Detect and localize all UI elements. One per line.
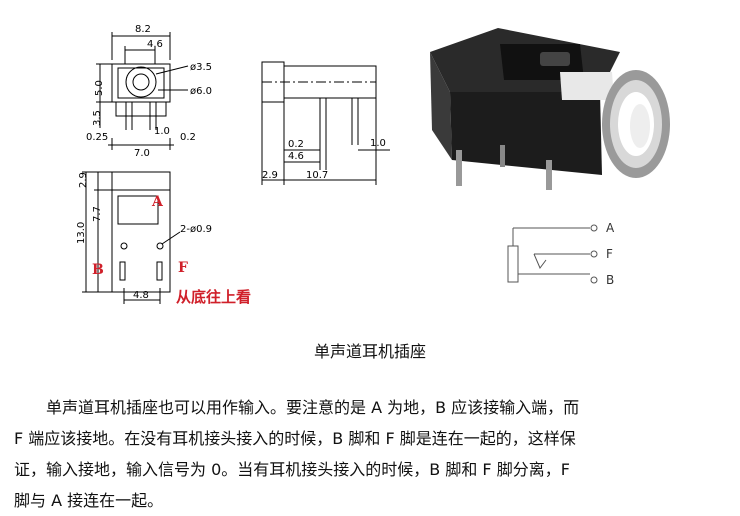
dim-2-holes: 2-ø0.9: [180, 224, 212, 235]
schematic: [507, 224, 598, 284]
schematic-label-a: A: [606, 221, 615, 235]
dim-4-6: 4.6: [147, 39, 163, 50]
side-view: [261, 61, 390, 185]
paragraph-line-2: F 端应该接地。在没有耳机接头接入的时候，B 脚和 F 脚是连在一起的，这样保: [14, 429, 576, 448]
dim-0-25: 0.25: [86, 132, 108, 143]
jack-photo: [430, 28, 670, 190]
dim-4-8: 4.8: [133, 290, 149, 301]
dim-1-0-side: 1.0: [370, 138, 386, 149]
bottom-view-note: 从底往上看: [176, 288, 251, 306]
label-a-bottom: A: [151, 194, 164, 210]
dim-0-2-side: 0.2: [288, 139, 304, 150]
paragraph-line-3: 证，输入接地，输入信号为 0。当有耳机接头接入的时候，B 脚和 F 脚分离，F: [14, 460, 570, 479]
dim-8-2: 8.2: [135, 24, 151, 35]
top-view: [96, 32, 189, 150]
technical-drawing: 8.2 4.6 ø3.5 ø6.0 5.0 3.5 0.25 1.0 0.2 7…: [76, 24, 670, 306]
paragraph-line-1: 单声道耳机插座也可以用作输入。要注意的是 A 为地，B 应该接输入端，而: [46, 398, 580, 417]
bottom-view: [82, 171, 181, 304]
dim-10-7: 10.7: [306, 170, 328, 181]
dim-2-9-side: 2.9: [262, 170, 278, 181]
dim-1-0-top: 1.0: [154, 126, 170, 137]
description-paragraph: 单声道耳机插座也可以用作输入。要注意的是 A 为地，B 应该接输入端，而 F 端…: [14, 392, 726, 516]
dim-5-0: 5.0: [94, 80, 105, 96]
dim-hole-3-5: ø3.5: [190, 62, 212, 73]
figure-caption: 单声道耳机插座: [313, 342, 426, 361]
dim-4-6-side: 4.6: [288, 151, 304, 162]
dim-2-9-bottom: 2.9: [78, 172, 89, 188]
paragraph-line-4: 脚与 A 接连在一起。: [14, 491, 164, 510]
label-f-bottom: F: [178, 260, 188, 276]
label-b-bottom: B: [92, 262, 104, 278]
dim-0-2-top: 0.2: [180, 132, 196, 143]
schematic-label-f: F: [606, 247, 613, 261]
dim-7-7: 7.7: [92, 206, 103, 222]
dim-13-0: 13.0: [76, 222, 87, 244]
dim-7-0: 7.0: [134, 148, 150, 159]
dim-hole-6-0: ø6.0: [190, 86, 212, 97]
schematic-label-b: B: [606, 273, 614, 287]
dim-3-5: 3.5: [92, 110, 103, 126]
